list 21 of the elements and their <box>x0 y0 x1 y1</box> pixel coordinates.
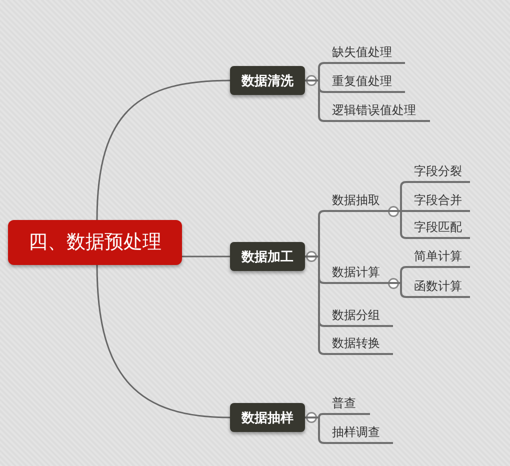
topic-box: 数据加工 <box>230 242 305 271</box>
connector-line <box>96 264 230 418</box>
underlined-subtopic: 字段分裂 <box>408 161 470 183</box>
underlined-subtopic: 数据转换 <box>326 333 393 355</box>
topic-box: 数据清洗 <box>230 66 305 95</box>
underlined-subtopic: 逻辑错误值处理 <box>326 100 430 122</box>
underlined-subtopic: 字段合并 <box>408 190 470 212</box>
root-topic-box: 四、数据预处理 <box>8 220 182 265</box>
underlined-subtopic: 函数计算 <box>408 276 470 298</box>
underlined-subtopic: 数据抽取 <box>326 190 388 212</box>
underlined-subtopic: 字段匹配 <box>408 217 470 239</box>
underlined-subtopic: 重复值处理 <box>326 71 405 93</box>
underlined-subtopic: 数据计算 <box>326 262 388 284</box>
connector-line <box>182 256 230 258</box>
underlined-subtopic: 普查 <box>326 393 370 415</box>
topic-box: 数据抽样 <box>230 403 305 432</box>
connector-line <box>96 80 230 220</box>
underlined-subtopic: 抽样调查 <box>326 422 393 444</box>
underlined-subtopic: 简单计算 <box>408 246 470 268</box>
underlined-subtopic: 缺失值处理 <box>326 42 405 64</box>
underlined-subtopic: 数据分组 <box>326 305 393 327</box>
